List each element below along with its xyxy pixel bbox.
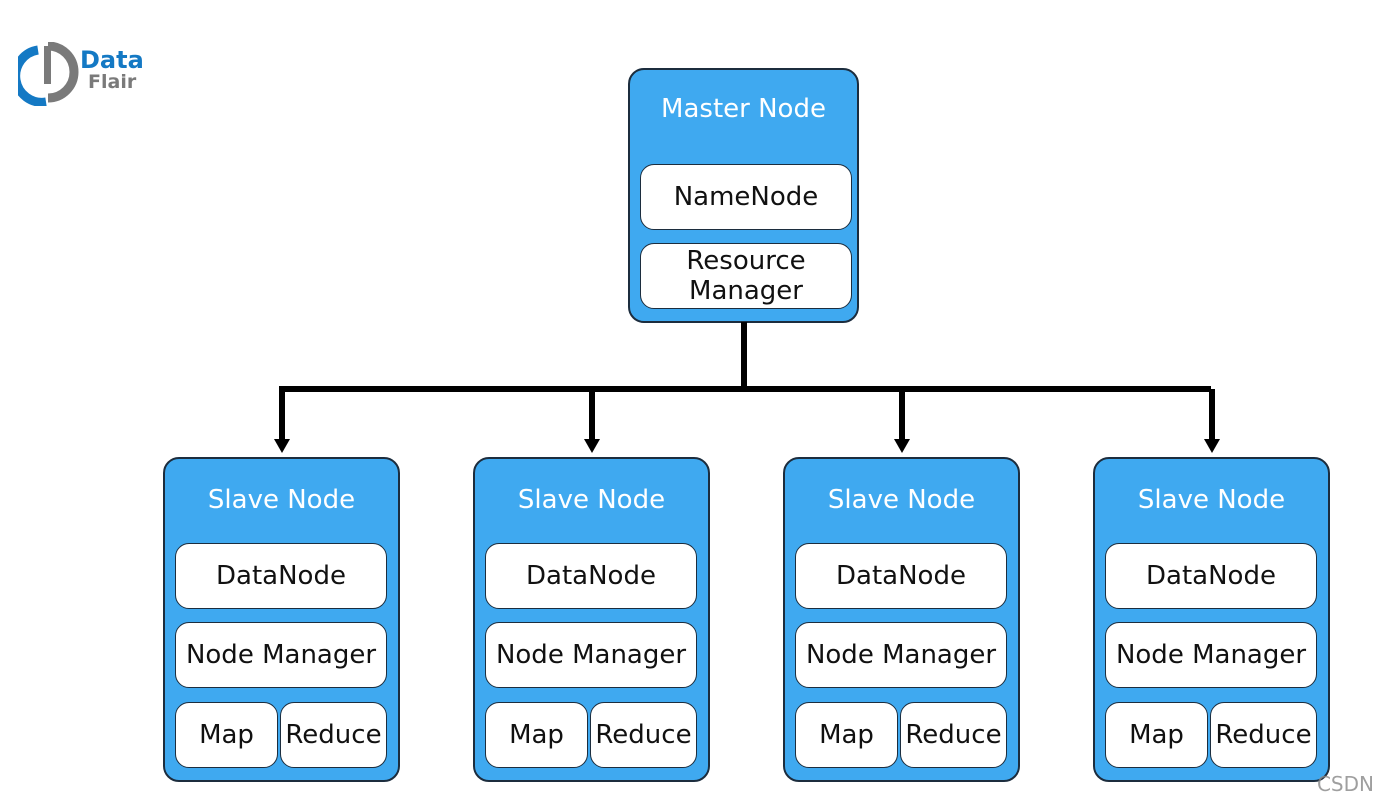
resource-manager-label: Resource Manager (686, 246, 806, 306)
map: Map (795, 702, 898, 768)
slave-node-title: Slave Node (517, 485, 666, 515)
svg-text:Data: Data (80, 46, 144, 74)
map: Map (1105, 702, 1208, 768)
slave-node: Slave Node DataNode Node Manager Map Red… (163, 457, 400, 782)
arrow-down-icon (274, 439, 290, 453)
datanode: DataNode (485, 543, 697, 609)
datanode: DataNode (175, 543, 387, 609)
node-manager: Node Manager (175, 622, 387, 688)
slave-node: Slave Node DataNode Node Manager Map Red… (473, 457, 710, 782)
connector-bus (279, 386, 1211, 392)
node-manager: Node Manager (795, 622, 1007, 688)
node-manager: Node Manager (1105, 622, 1317, 688)
arrow-down-icon (1204, 439, 1220, 453)
connector-drop (899, 389, 905, 441)
connector-trunk (741, 322, 747, 391)
master-node: Master Node NameNode Resource Manager (628, 68, 859, 323)
resource-manager: Resource Manager (640, 243, 852, 309)
datanode: DataNode (795, 543, 1007, 609)
slave-node: Slave Node DataNode Node Manager Map Red… (783, 457, 1020, 782)
reduce: Reduce (900, 702, 1007, 768)
master-node-title: Master Node (661, 94, 826, 124)
datanode: DataNode (1105, 543, 1317, 609)
arrow-down-icon (584, 439, 600, 453)
reduce: Reduce (280, 702, 387, 768)
map: Map (485, 702, 588, 768)
map: Map (175, 702, 278, 768)
arrow-down-icon (894, 439, 910, 453)
slave-node-title: Slave Node (207, 485, 356, 515)
slave-node: Slave Node DataNode Node Manager Map Red… (1093, 457, 1330, 782)
reduce: Reduce (1210, 702, 1317, 768)
slave-node-title: Slave Node (827, 485, 976, 515)
reduce: Reduce (590, 702, 697, 768)
dataflair-logo: Data Flair (11, 41, 158, 107)
connector-drop (279, 389, 285, 441)
csdn-watermark: CSDN (1316, 772, 1374, 796)
connector-drop (589, 389, 595, 441)
namenode: NameNode (640, 164, 852, 230)
logo-mark-icon: Data Flair (11, 41, 144, 107)
node-manager: Node Manager (485, 622, 697, 688)
slave-node-title: Slave Node (1137, 485, 1286, 515)
svg-text:Flair: Flair (88, 71, 137, 93)
connector-drop (1209, 389, 1215, 441)
